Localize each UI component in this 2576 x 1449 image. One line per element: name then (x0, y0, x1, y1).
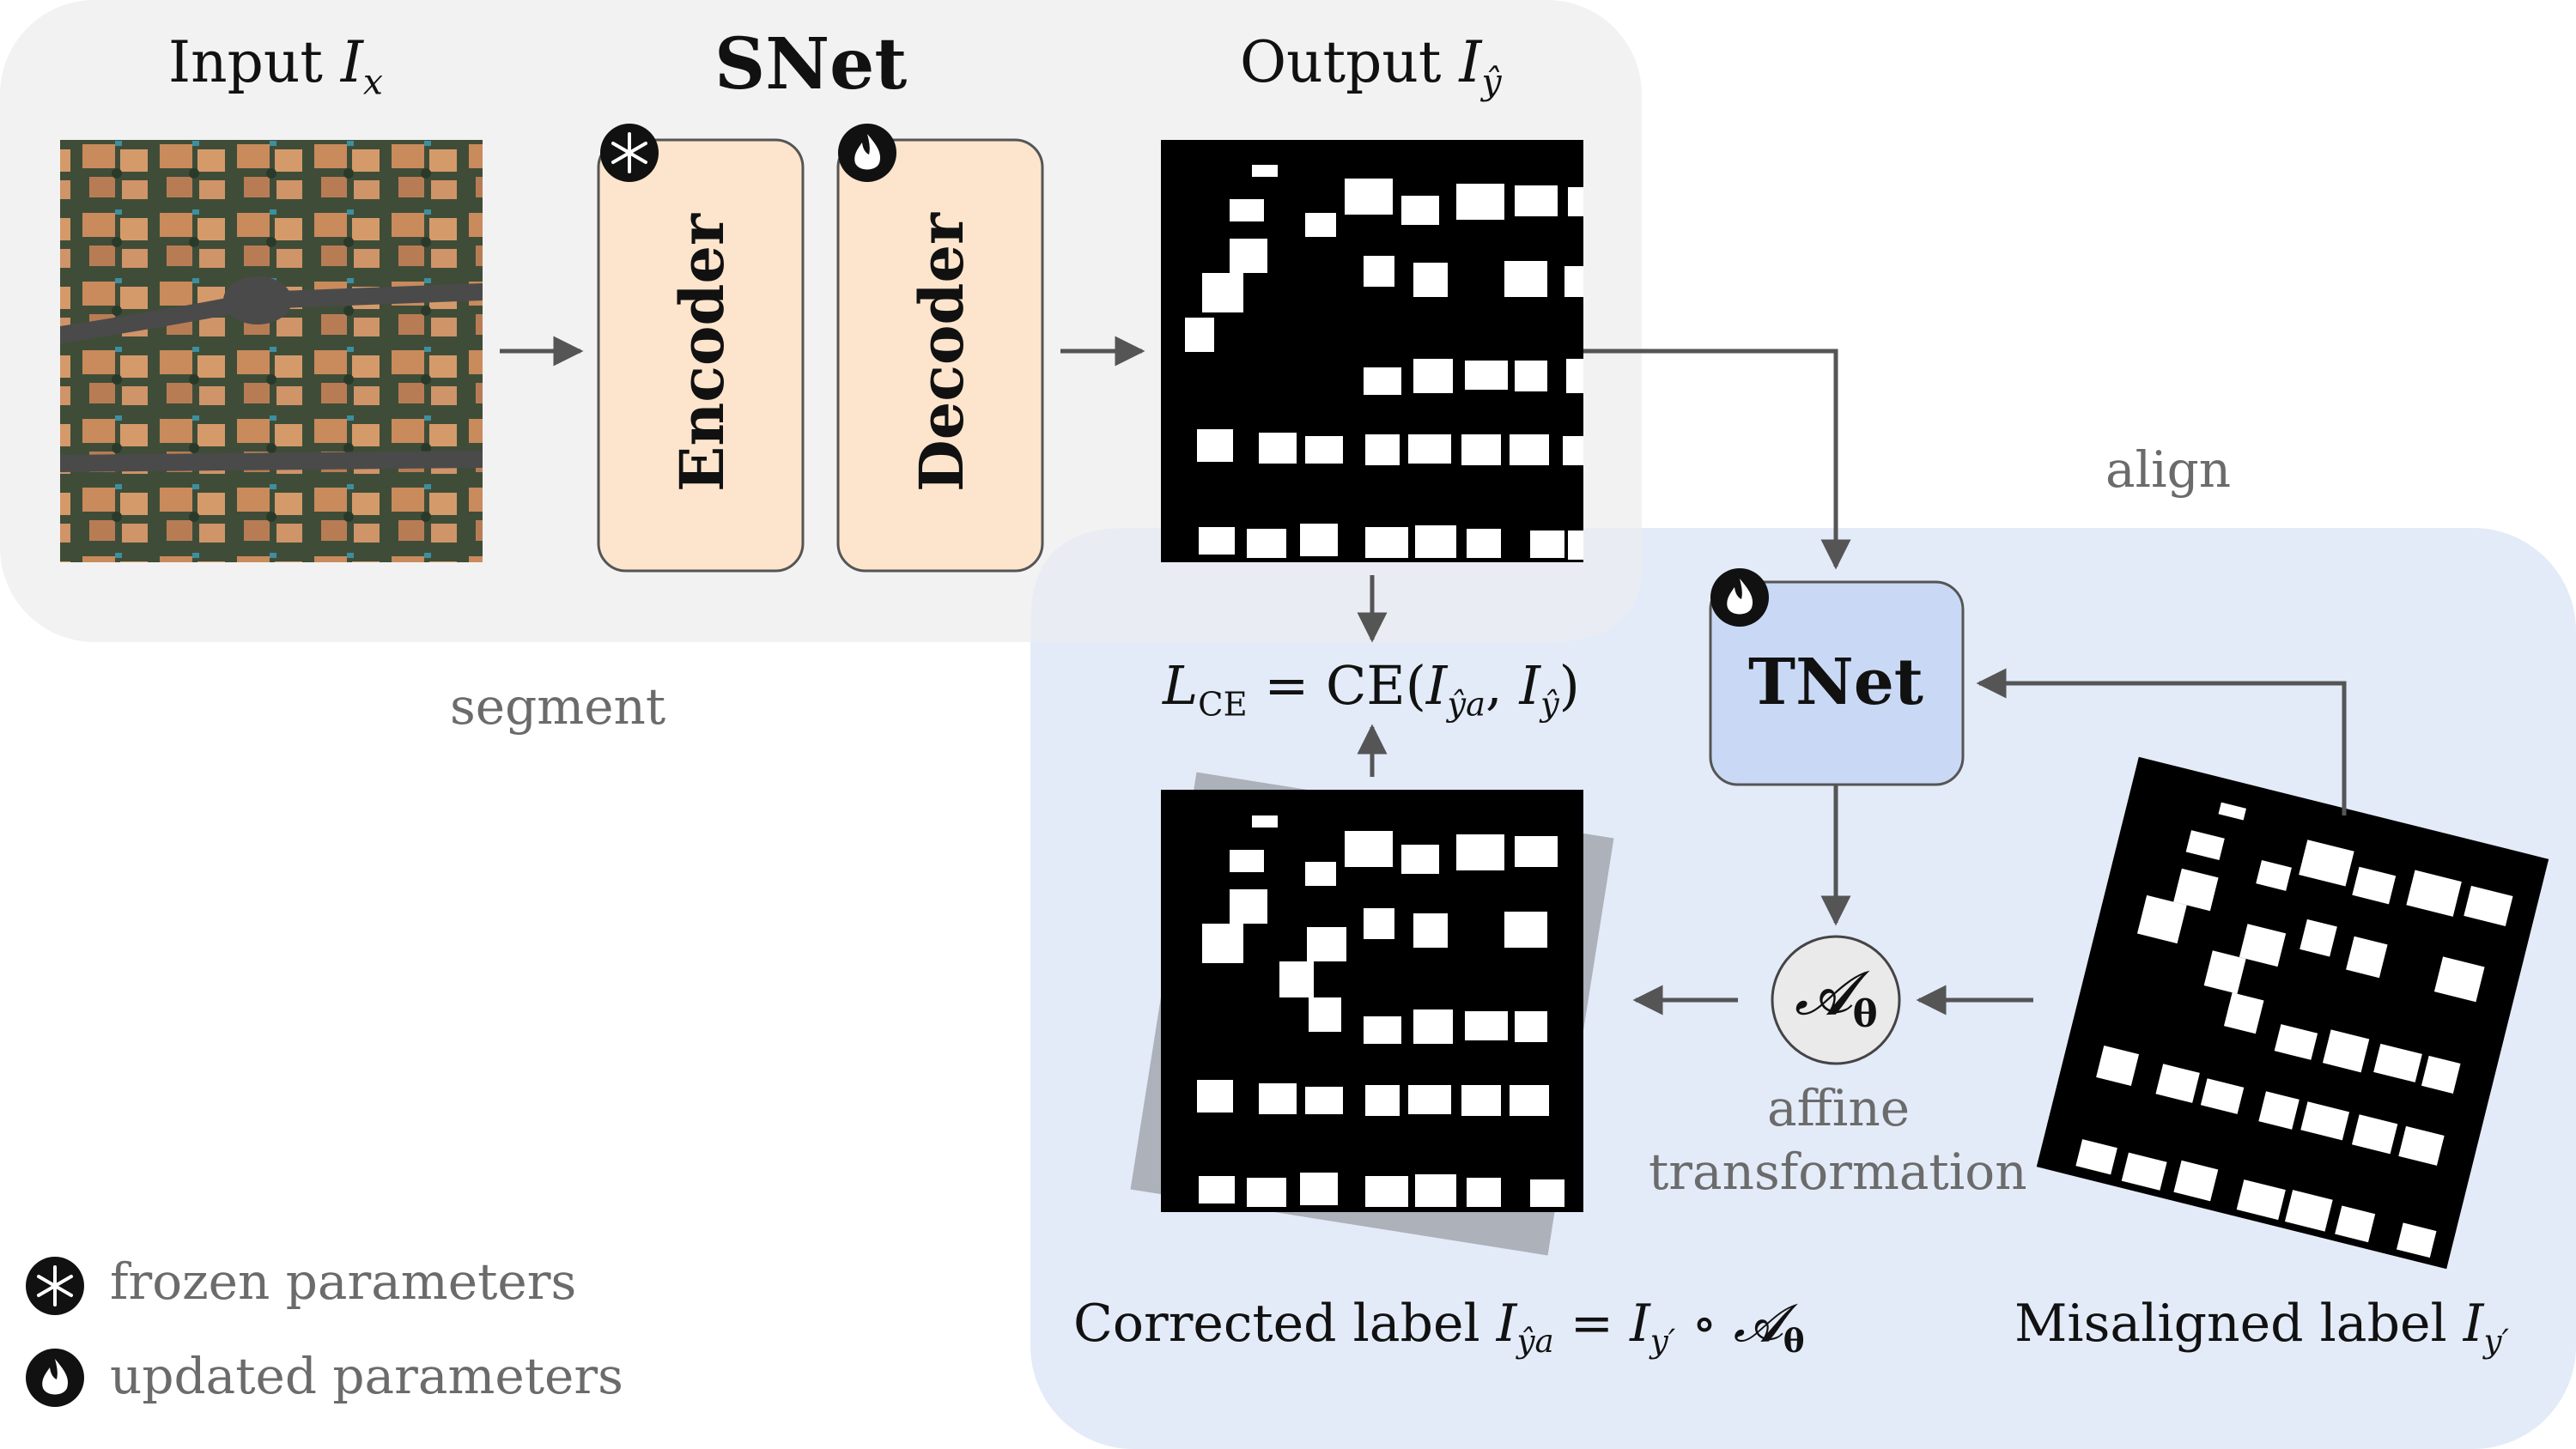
snet-title: SNet (714, 23, 908, 106)
input-title: Input Ix (168, 29, 383, 103)
flame-icon (838, 124, 896, 182)
decoder-block (836, 138, 1044, 573)
affine-label-line2: transformation (1649, 1143, 2027, 1201)
misaligned-label-caption: Misaligned label Iy′ (2014, 1294, 2509, 1361)
snowflake-icon (26, 1257, 84, 1315)
tnet-label: TNet (1748, 646, 1923, 719)
encoder-block (597, 138, 805, 573)
corrected-label-caption: Corrected label Iŷa = Iy′ ∘ 𝓐θ (1073, 1294, 1805, 1361)
decoder-label: Decoder (906, 213, 977, 492)
arrow-output-to-tnet (1583, 349, 1851, 570)
snowflake-icon (600, 124, 659, 182)
legend-updated-label: updated parameters (110, 1347, 623, 1405)
corrected-label-mask (1130, 772, 1614, 1256)
segment-caption: segment (450, 677, 666, 736)
arrow-misaligned-to-tnet (1976, 668, 2347, 815)
affine-label-line1: affine (1767, 1079, 1911, 1137)
affine-symbol: 𝓐θ (1795, 958, 1878, 1037)
output-title: Output Iŷ (1240, 29, 1502, 103)
input-aerial-image (60, 140, 483, 562)
flame-icon (1710, 568, 1769, 627)
encoder-label: Encoder (666, 214, 738, 492)
misaligned-label-mask (2036, 756, 2549, 1270)
flame-icon (26, 1349, 84, 1407)
legend-frozen-label: frozen parameters (110, 1252, 577, 1311)
affine-circle (1771, 935, 1901, 1065)
output-mask (1161, 140, 1583, 562)
loss-formula: LCE = CE(Iŷa, Iŷ) (1163, 654, 1580, 724)
align-caption: align (2105, 440, 2232, 499)
